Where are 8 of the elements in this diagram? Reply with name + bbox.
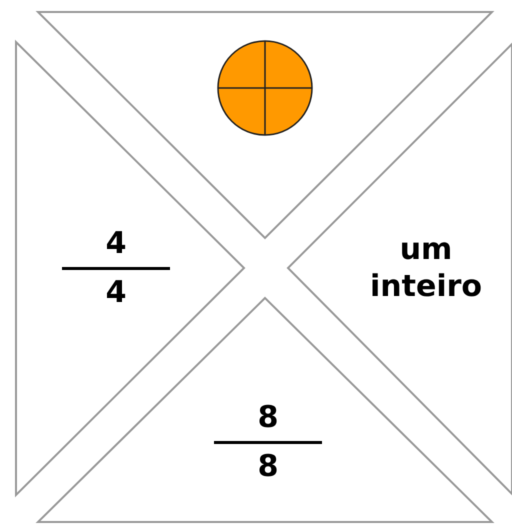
triangle-tile xyxy=(16,42,246,496)
fraction-denominator: 4 xyxy=(106,274,126,311)
fraction-denominator: 8 xyxy=(258,448,278,485)
fraction-numerator: 8 xyxy=(258,399,278,436)
fraction-numerator: 4 xyxy=(106,225,126,262)
triangle-tile xyxy=(286,44,512,496)
quartered-circle-drawing xyxy=(217,40,313,136)
tile-text: um inteiro xyxy=(368,230,484,306)
